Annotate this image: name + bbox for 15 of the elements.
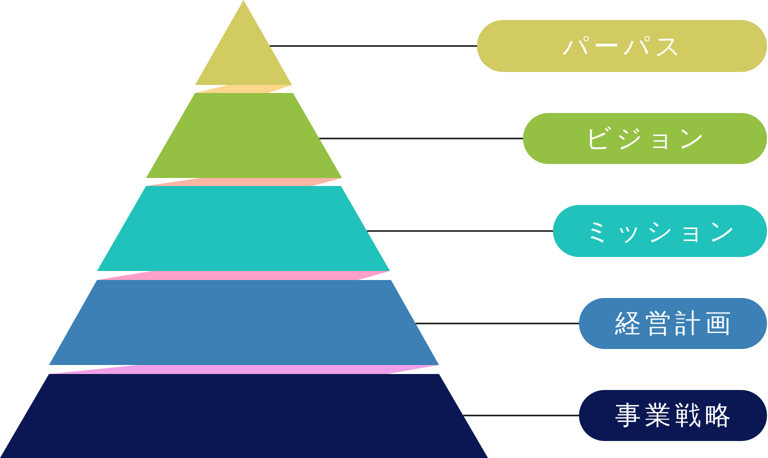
- tier-label: 事業戦略: [579, 390, 767, 441]
- pyramid-tier: [97, 186, 390, 271]
- tier-label: パーパス: [477, 20, 767, 72]
- tier-label: ビジョン: [523, 113, 767, 164]
- leader-line: [416, 322, 579, 324]
- pyramid-tier: [49, 280, 439, 365]
- leader-line: [366, 230, 553, 232]
- tier-label: ミッション: [553, 205, 767, 257]
- pyramid-tier: [146, 93, 342, 178]
- leader-line: [270, 45, 477, 47]
- pyramid-tier: [0, 374, 488, 458]
- tier-label: 経営計画: [579, 298, 767, 349]
- leader-line: [319, 138, 523, 140]
- leader-line: [463, 414, 579, 416]
- pyramid-tip: [195, 0, 292, 85]
